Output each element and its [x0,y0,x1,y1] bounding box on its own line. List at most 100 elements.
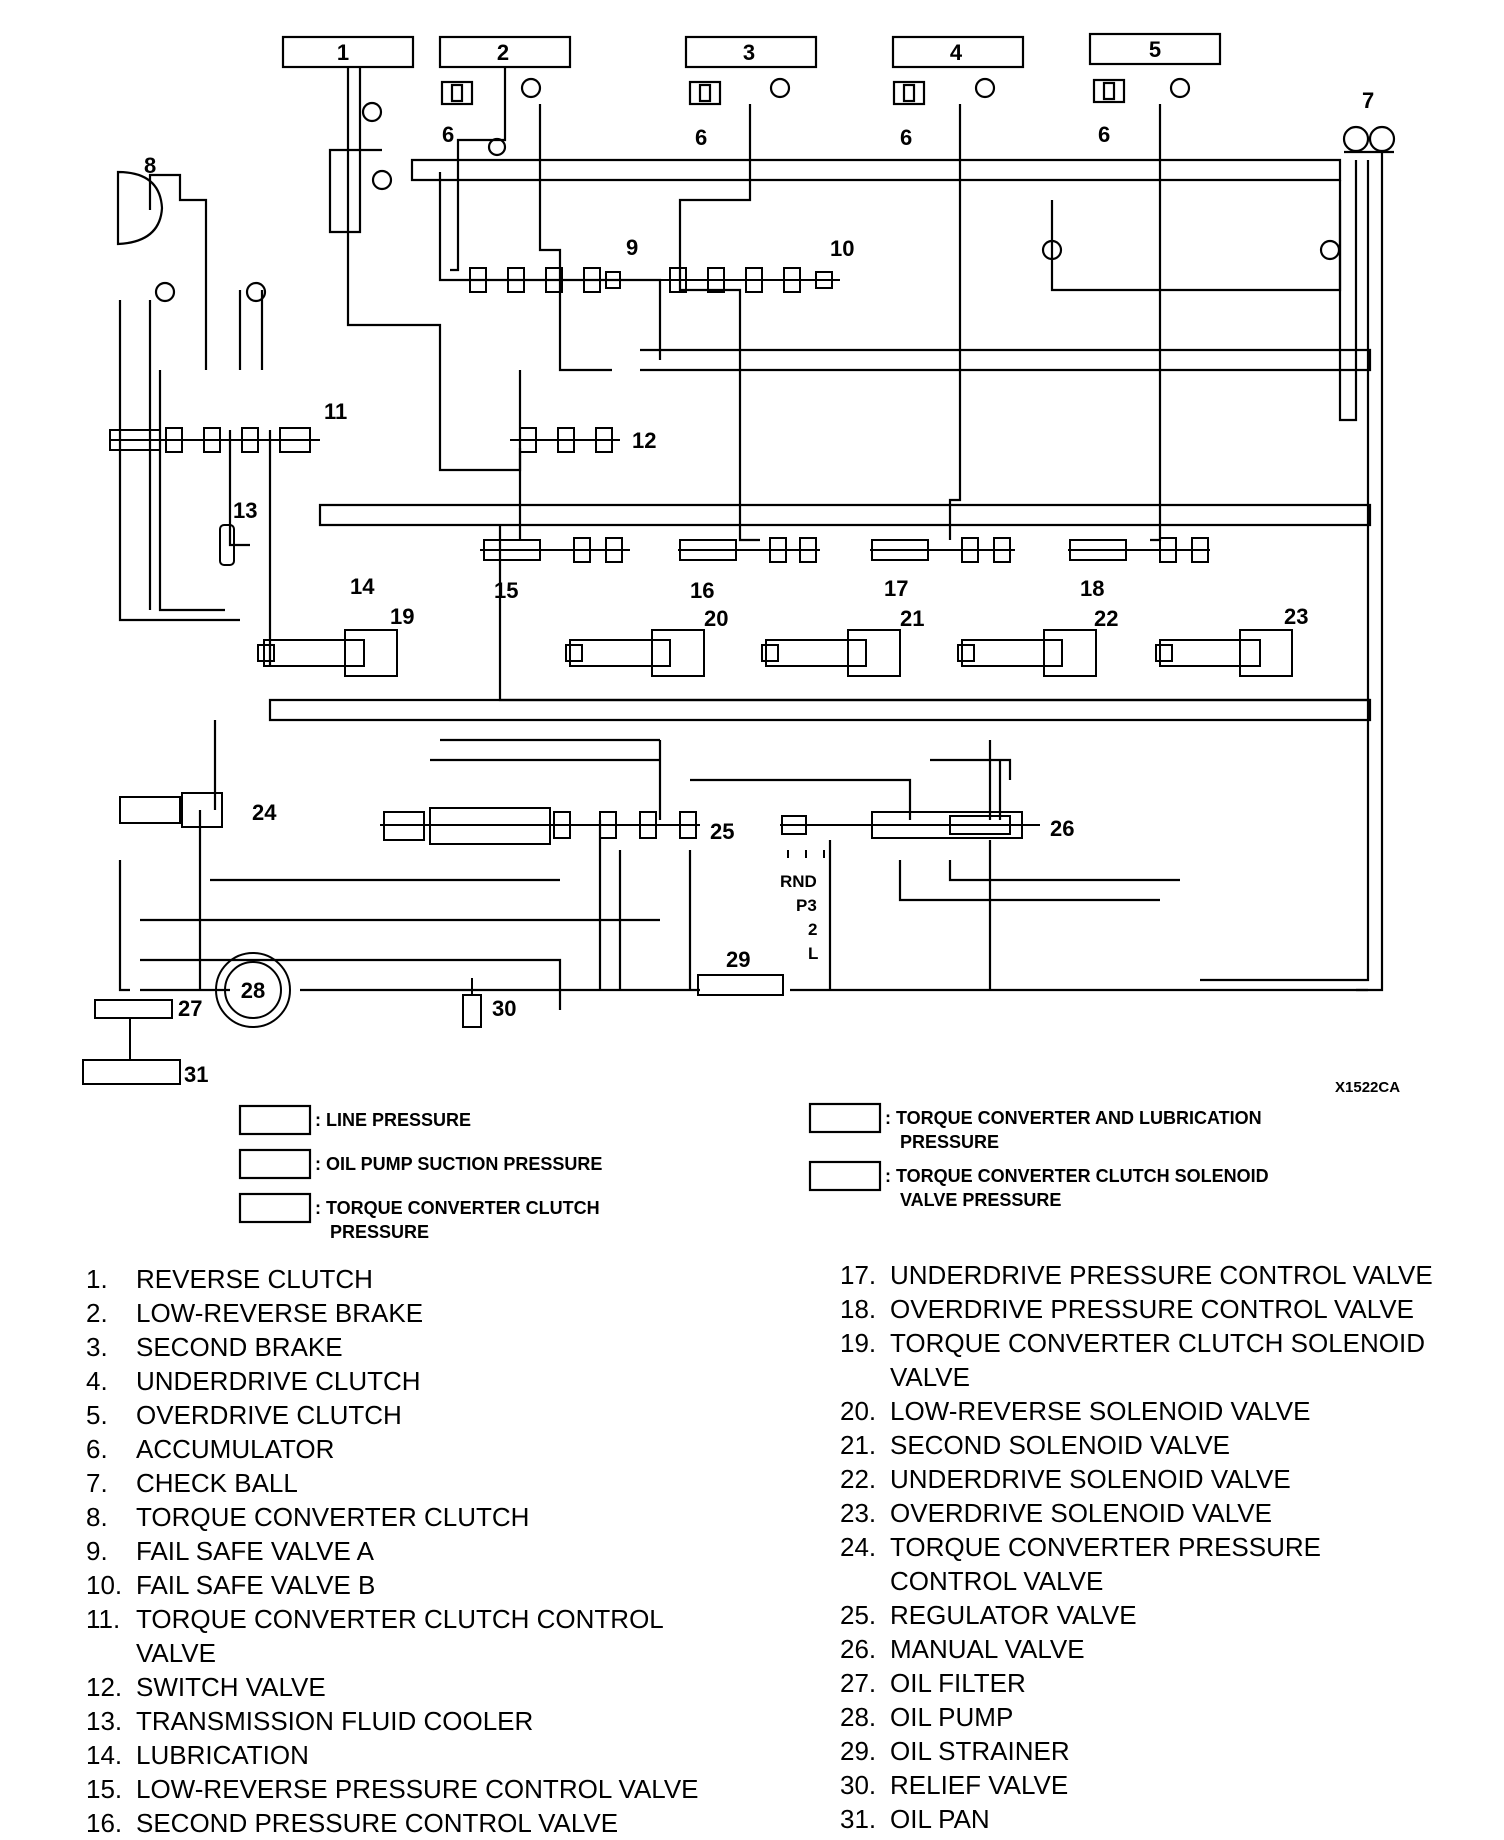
label-13: 13 [233,498,257,523]
fail-safe-valve-b [660,267,840,293]
list-item: 12.SWITCH VALVE [86,1670,786,1704]
list-item-continuation: CONTROL VALVE [840,1564,1490,1598]
list-item-text: TRANSMISSION FLUID COOLER [136,1706,534,1736]
fluid-cooler-icon [219,524,235,566]
list-item-text-cont: VALVE [136,1638,216,1668]
list-item-text: FAIL SAFE VALVE B [136,1570,376,1600]
legend-tcc-solenoid-2: VALVE PRESSURE [900,1190,1061,1210]
list-item-text: UNDERDRIVE CLUTCH [136,1366,421,1396]
list-item: 7.CHECK BALL [86,1466,786,1500]
list-item-text: FAIL SAFE VALVE A [136,1536,374,1566]
list-item: 5.OVERDRIVE CLUTCH [86,1398,786,1432]
list-item-text: TORQUE CONVERTER CLUTCH [136,1502,530,1532]
hydraulic-circuit-diagram: 1 2 3 4 5 6 6 6 6 7 8 9 10 11 12 13 14 1… [82,32,1400,1240]
label-5: 5 [1149,37,1161,62]
list-item-number: 18. [840,1294,877,1324]
oil-pump-icon [215,952,291,1028]
list-item-text-cont: CONTROL VALVE [890,1566,1104,1596]
list-item-text: OVERDRIVE PRESSURE CONTROL VALVE [890,1294,1414,1324]
list-item: 13.TRANSMISSION FLUID COOLER [86,1704,786,1738]
list-item-text: MANUAL VALVE [890,1634,1085,1664]
list-item-number: 31. [840,1804,877,1834]
label-21: 21 [900,606,924,631]
list-item: 22. UNDERDRIVE SOLENOID VALVE [840,1462,1490,1496]
list-item: 27.OIL FILTER [840,1666,1490,1700]
label-25: 25 [710,819,734,844]
list-item-indent [86,1636,136,1670]
list-item: 6.ACCUMULATOR [86,1432,786,1466]
list-item-number: 17. [840,1260,877,1290]
manual-position-l: L [808,944,818,963]
legend-tcc-pressure: : TORQUE CONVERTER CLUTCH [315,1198,600,1218]
list-item-number: 5. [86,1400,108,1430]
switch-valve [510,427,620,453]
oil-pan-icon [82,1059,181,1085]
label-30: 30 [492,996,516,1021]
label-12: 12 [632,428,656,453]
oil-filter-icon [94,999,173,1060]
legend-swatch-suction-pressure [238,1148,312,1180]
label-19: 19 [390,604,414,629]
fail-safe-valve-a [450,267,621,293]
list-item: 14.LUBRICATION [86,1738,786,1772]
label-26: 26 [1050,816,1074,841]
legend-lube-pressure: : TORQUE CONVERTER AND LUBRICATION [885,1108,1262,1128]
list-item: 30. RELIEF VALVE [840,1768,1490,1802]
list-item-text: REVERSE CLUTCH [136,1264,373,1294]
list-item-text: REGULATOR VALVE [890,1600,1137,1630]
label-4: 4 [950,40,963,65]
list-item: 10.FAIL SAFE VALVE B [86,1568,786,1602]
list-item-number: 16. [86,1808,123,1838]
list-item-number: 8. [86,1502,108,1532]
label-6c: 6 [900,125,912,150]
list-item-text: UNDERDRIVE PRESSURE CONTROL VALVE [890,1260,1433,1290]
label-15: 15 [494,578,518,603]
list-item: 9. FAIL SAFE VALVE A [86,1534,786,1568]
list-item-text: SWITCH VALVE [136,1672,326,1702]
list-item: 19.TORQUE CONVERTER CLUTCH SOLENOID [840,1326,1490,1360]
legend-swatch-tcc-pressure [238,1192,312,1224]
list-item: 4.UNDERDRIVE CLUTCH [86,1364,786,1398]
list-item-text: UNDERDRIVE SOLENOID VALVE [890,1464,1291,1494]
check-ball-icon [1342,125,1396,154]
list-item-number: 24. [840,1532,877,1562]
manual-position-rnd: RND [780,872,817,891]
figure-code: X1522CA [1335,1079,1400,1096]
list-item-text: TORQUE CONVERTER CLUTCH SOLENOID [890,1328,1426,1358]
regulator-valve [380,807,700,845]
list-item-text: LOW-REVERSE SOLENOID VALVE [890,1396,1311,1426]
component-box-4 [891,35,1025,69]
list-item: 24.TORQUE CONVERTER PRESSURE [840,1530,1490,1564]
list-item: 3.SECOND BRAKE [86,1330,786,1364]
list-item: 17. UNDERDRIVE PRESSURE CONTROL VALVE [840,1258,1490,1292]
component-box-5 [1088,32,1222,66]
list-item-number: 22. [840,1464,877,1494]
list-item: 8. TORQUE CONVERTER CLUTCH [86,1500,786,1534]
list-item: 2.LOW-REVERSE BRAKE [86,1296,786,1330]
pressure-control-valves [480,537,1210,563]
tcc-control-valve [109,427,320,453]
list-item: 11.TORQUE CONVERTER CLUTCH CONTROL [86,1602,786,1636]
label-29: 29 [726,947,750,972]
manual-position-2: 2 [808,920,817,939]
relief-valve-icon [462,994,482,1028]
legend-line-pressure: : LINE PRESSURE [315,1110,471,1130]
legend-lube-pressure-2: PRESSURE [900,1132,999,1152]
list-item-number: 9. [86,1536,108,1566]
list-item-continuation: VALVE [840,1360,1490,1394]
list-item-number: 27. [840,1668,877,1698]
list-item-indent [840,1564,890,1598]
list-item-number: 30. [840,1770,877,1800]
label-17: 17 [884,576,908,601]
list-item-text: OIL PUMP [890,1702,1014,1732]
label-6a: 6 [442,122,454,147]
legend-swatch-tcc-solenoid-pressure [808,1160,882,1192]
list-item-text: RELIEF VALVE [890,1770,1069,1800]
manual-position-p3: P3 [796,896,817,915]
list-item-text: SECOND PRESSURE CONTROL VALVE [136,1808,619,1838]
label-24: 24 [252,800,277,825]
label-28: 28 [241,978,265,1003]
list-item-text: OIL PAN [890,1804,990,1834]
label-6b: 6 [695,125,707,150]
label-2: 2 [497,40,509,65]
